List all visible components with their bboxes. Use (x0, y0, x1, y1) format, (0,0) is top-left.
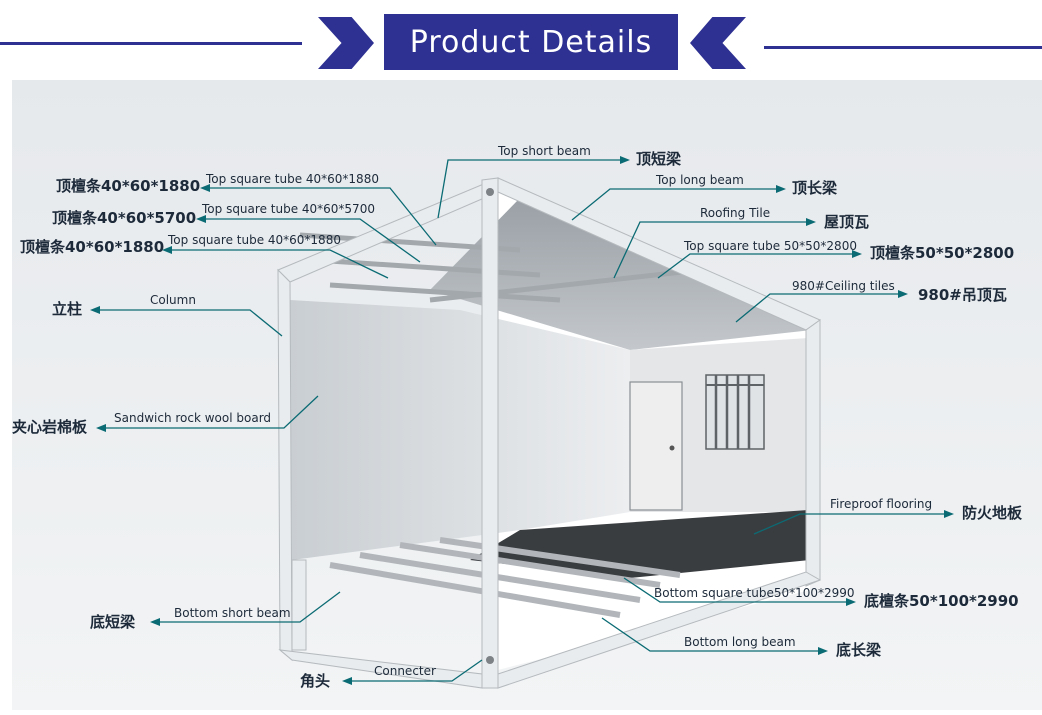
side-wall (290, 300, 630, 560)
sandwich-board-label: Sandwich rock wool board (114, 411, 271, 425)
connecter-label-cn: 角头 (300, 672, 330, 690)
top-tube-3-label-cn: 顶檀条40*60*1880 (20, 238, 164, 256)
container-house (277, 177, 822, 689)
bottom-long-beam-label: Bottom long beam (684, 635, 796, 649)
ceiling-panel (430, 200, 812, 350)
callout-top-tube-1: 顶檀条40*60*1880 Top square tube 40*60*1880 (56, 172, 437, 246)
fireproof-floor-label-cn: 防火地板 (962, 504, 1023, 522)
connecter-label: Connecter (374, 664, 436, 678)
top-tube-1-label-cn: 顶檀条40*60*1880 (56, 177, 200, 195)
callout-bottom-tube: Bottom square tube50*100*2990 底檀条50*100*… (623, 577, 1019, 610)
ceiling-tiles-label-cn: 980#吊顶瓦 (918, 286, 1007, 304)
callout-roofing-tile: Roofing Tile 屋顶瓦 (613, 206, 869, 279)
steel-frame (277, 177, 822, 689)
top-long-beam-label-cn: 顶长梁 (792, 179, 838, 197)
top-tube-5050-label: Top square tube 50*50*2800 (683, 239, 857, 253)
callout-top-tube-3: 顶檀条40*60*1880 Top square tube 40*60*1880 (20, 233, 389, 279)
top-tube-3-label: Top square tube 40*60*1880 (167, 233, 341, 247)
connecter-hole-bottom (486, 656, 494, 664)
bottom-long-beam-label-cn: 底长梁 (836, 641, 882, 659)
door-knob (669, 445, 675, 451)
callout-top-short-beam: Top short beam 顶短梁 (437, 144, 682, 219)
floor-panel (470, 510, 810, 578)
door (629, 381, 683, 511)
ceiling-tiles-label: 980#Ceiling tiles (792, 279, 895, 293)
window (705, 374, 765, 450)
top-tube-5050-label-cn: 顶檀条50*50*2800 (870, 244, 1014, 262)
column-label-cn: 立柱 (52, 300, 82, 318)
callout-top-tube-5050: Top square tube 50*50*2800 顶檀条50*50*2800 (657, 239, 1014, 279)
top-tube-2-label-cn: 顶檀条40*60*5700 (52, 209, 196, 227)
roofing-tile-label-cn: 屋顶瓦 (824, 213, 869, 231)
column-label: Column (150, 293, 196, 307)
header-divider-left (0, 42, 302, 45)
page-title: Product Details (384, 14, 678, 70)
callout-top-tube-2: 顶檀条40*60*5700 Top square tube 40*60*5700 (52, 202, 421, 263)
bottom-short-beam-label: Bottom short beam (174, 606, 291, 620)
callout-fireproof-floor: Fireproof flooring 防火地板 (753, 497, 1023, 535)
sandwich-board-label-cn: 夹心岩棉板 (12, 418, 88, 436)
top-tube-1-label: Top square tube 40*60*1880 (205, 172, 379, 186)
callout-column: 立柱 Column (52, 293, 283, 337)
bottom-short-beam-label-cn: 底短梁 (90, 613, 136, 631)
connecter-hole-top (486, 188, 494, 196)
callout-top-long-beam: Top long beam 顶长梁 (571, 173, 838, 221)
floor-purlins (329, 537, 681, 618)
callout-ceiling-tiles: 980#Ceiling tiles 980#吊顶瓦 (735, 279, 1007, 323)
bottom-tube-label-cn: 底檀条50*100*2990 (864, 592, 1019, 610)
top-long-beam-label: Top long beam (655, 173, 744, 187)
top-short-beam-label-cn: 顶短梁 (636, 150, 682, 168)
callout-bottom-long-beam: Bottom long beam 底长梁 (601, 617, 882, 659)
callout-sandwich-board: 夹心岩棉板 Sandwich rock wool board (12, 395, 319, 436)
header-divider-right (764, 46, 1042, 49)
top-short-beam-label: Top short beam (497, 144, 591, 158)
top-tube-2-label: Top square tube 40*60*5700 (201, 202, 375, 216)
callout-bottom-short-beam: 底短梁 Bottom short beam (90, 591, 341, 631)
roofing-tile-label: Roofing Tile (700, 206, 770, 220)
bottom-tube-label: Bottom square tube50*100*2990 (654, 586, 855, 600)
fireproof-floor-label: Fireproof flooring (830, 497, 932, 511)
callout-connecter: 角头 Connecter (300, 659, 483, 690)
